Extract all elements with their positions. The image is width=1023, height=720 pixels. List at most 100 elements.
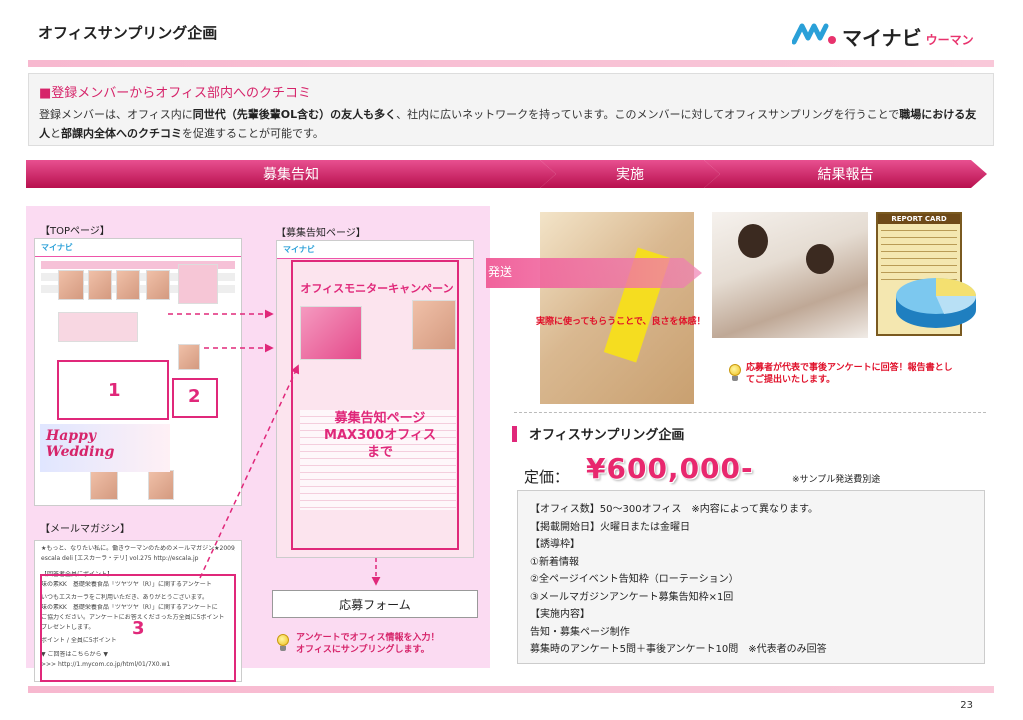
report-row: [881, 224, 957, 231]
plan-details-box: 【オフィス数】50～300オフィス ※内容によって異なります。 【掲載開始日】火…: [517, 490, 985, 664]
lightbulb-icon: [728, 364, 742, 382]
report-row: [881, 266, 957, 273]
thumbnail-image: [90, 470, 118, 500]
intro-text: 、社内に広いネットワークを持っています。このメンバーに対してオフィスサンプリング…: [396, 108, 900, 121]
intro-emphasis: 同世代（先輩後輩OL含む）の友人も多く: [192, 108, 397, 121]
intro-emphasis: 部課内全体へのクチコミ: [61, 127, 182, 140]
mail-line: 味の素KK 基礎栄養食品「ツヤツヤ（R）」に関するアンケート: [41, 581, 212, 588]
highlight-box-1: [57, 360, 169, 420]
feature-banner: [58, 312, 138, 342]
detail-line: 【誘導枠】: [530, 539, 580, 550]
lp-label: 【募集告知ページ】: [276, 228, 366, 239]
detail-line: ①新着情報: [530, 556, 579, 568]
person-head: [806, 244, 834, 274]
mail-line: プレゼントします。: [41, 624, 95, 631]
thumbnail-image: [178, 344, 200, 370]
price-label: 定価：: [524, 468, 570, 486]
callout-number-3: 3: [132, 618, 145, 639]
mail-line: いつもエスカーラをご利用いただき、ありがとうございます。: [41, 594, 208, 601]
flow-step-report: 結果報告: [704, 160, 987, 188]
logo-wave-icon: [791, 23, 836, 45]
lp-callout-line: MAX300オフィス: [324, 428, 436, 443]
thumbnail-image: [88, 270, 112, 300]
mail-magazine-screenshot: ★もっと、なりたい私に。働きウーマンのためのメールマガジン★2009/01/09…: [34, 540, 242, 682]
mail-line: escala deli [エスカーラ・デリ] vol.275 http://es…: [41, 555, 199, 562]
highlight-box-3: [40, 574, 236, 682]
logo-name: マイナビ: [842, 26, 922, 50]
section-divider: [514, 412, 986, 413]
detail-line: ③メールマガジンアンケート募集告知枠×1回: [530, 591, 734, 603]
intro-text: 登録メンバーは、オフィス内に: [39, 108, 193, 121]
mini-nav-bar: [41, 261, 235, 269]
form-note-line: アンケートでオフィス情報を入力！: [296, 633, 440, 643]
page-title: オフィスサンプリング企画: [38, 24, 218, 42]
header-stripe: [28, 60, 994, 67]
lightbulb-icon: [276, 634, 290, 652]
report-row: [881, 273, 957, 280]
page-number: 23: [960, 700, 973, 711]
report-note: 応募者が代表で事後アンケートに回答！報告書としてご提出いたします。: [746, 363, 953, 385]
lp-callout-line: 募集告知ページ: [334, 411, 426, 426]
report-card-title: REPORT CARD: [878, 214, 960, 224]
mail-header: ★もっと、なりたい私に。働きウーマンのためのメールマガジン★2009/01/09: [41, 545, 235, 552]
lp-body-text: [300, 410, 456, 510]
happy-wedding-banner: Happy Wedding: [40, 424, 170, 472]
detail-line: ②全ページイベント告知枠（ローテーション）: [530, 574, 739, 585]
office-women-photo: [712, 212, 868, 338]
callout-number-1: 1: [108, 380, 121, 401]
detail-line: 【オフィス数】50～300オフィス ※内容によって異なります。: [530, 504, 818, 515]
report-row: [881, 252, 957, 259]
intro-emphasis: 職場における友人: [39, 108, 977, 140]
mini-logo: マイナビ: [35, 239, 241, 257]
report-row: [881, 245, 957, 252]
lp-highlight-frame: [291, 260, 459, 550]
logo-sub: ウーマン: [925, 33, 974, 47]
application-form-box: 応募フォーム: [272, 590, 478, 618]
campaign-hearts-image: [300, 306, 362, 360]
shipping-arrow: [486, 258, 702, 288]
mail-line: ▼ ご回答はこちらから ▼: [41, 651, 109, 658]
mail-line: >>> http://1.mycom.co.jp/html/01/7X0.w1: [41, 661, 171, 668]
price-note: ※サンプル発送費別途: [792, 475, 881, 485]
thumbnail-image: [116, 270, 140, 300]
thumbnail-image: [146, 270, 170, 300]
thumbnail-image: [58, 270, 84, 300]
detail-line: 告知・募集ページ制作: [530, 626, 630, 638]
lp-callout-line: まで: [366, 445, 393, 460]
plan-title: オフィスサンプリング企画: [512, 424, 684, 443]
form-note: アンケートでオフィス情報を入力！ オフィスにサンプリングします。: [296, 632, 439, 656]
lp-callout: 募集告知ページ MAX300オフィス まで: [300, 410, 460, 461]
report-row: [881, 238, 957, 245]
detail-line: 【掲載開始日】火曜日または金曜日: [530, 521, 690, 533]
report-row: [881, 231, 957, 238]
mini-logo: マイナビ: [277, 241, 473, 259]
intro-text: を促進することが可能です。: [182, 127, 324, 140]
detail-line: 【実施内容】: [530, 609, 590, 620]
mail-label: 【メールマガジン】: [40, 524, 130, 535]
flow-step-execution: 実施: [540, 160, 720, 188]
mynavi-woman-logo: マイナビ ウーマン: [791, 20, 974, 50]
report-row: [881, 259, 957, 266]
banner-image: [178, 264, 218, 304]
detail-line: 募集時のアンケート5問＋事後アンケート10問 ※代表者のみ回答: [530, 644, 827, 655]
mail-line: 味の素KK 基礎栄養食品「ツヤツヤ（R）」に関するアンケートに: [41, 604, 218, 611]
person-head: [738, 224, 768, 258]
form-note-line: オフィスにサンプリングします。: [296, 645, 430, 655]
model-photo: [412, 300, 456, 350]
mail-line: ご協力ください。アンケートにお答えくださった方全員に5ポイント: [41, 614, 225, 621]
shipping-label: 発送: [488, 265, 513, 279]
price-value: ¥600,000-: [586, 452, 754, 485]
intro-body: 登録メンバーは、オフィス内に同世代（先輩後輩OL含む）の友人も多く、社内に広いネ…: [39, 105, 983, 143]
mynavi-logo-mark: [791, 20, 838, 50]
callout-number-2: 2: [188, 386, 201, 407]
thumbnail-image: [148, 470, 174, 500]
intro-heading: ■登録メンバーからオフィス部内へのクチコミ: [39, 86, 312, 101]
pie-chart-icon: [896, 278, 977, 328]
intro-text: と: [50, 127, 61, 140]
top-page-label: 【TOPページ】: [40, 226, 110, 237]
experience-note: 実際に使ってもらうことで、良さを体感！: [536, 317, 706, 327]
plan-title-text: オフィスサンプリング企画: [529, 428, 685, 443]
intro-box: ■登録メンバーからオフィス部内へのクチコミ 登録メンバーは、オフィス内に同世代（…: [28, 73, 994, 146]
footer-stripe: [28, 686, 994, 693]
title-bar: [512, 425, 517, 442]
